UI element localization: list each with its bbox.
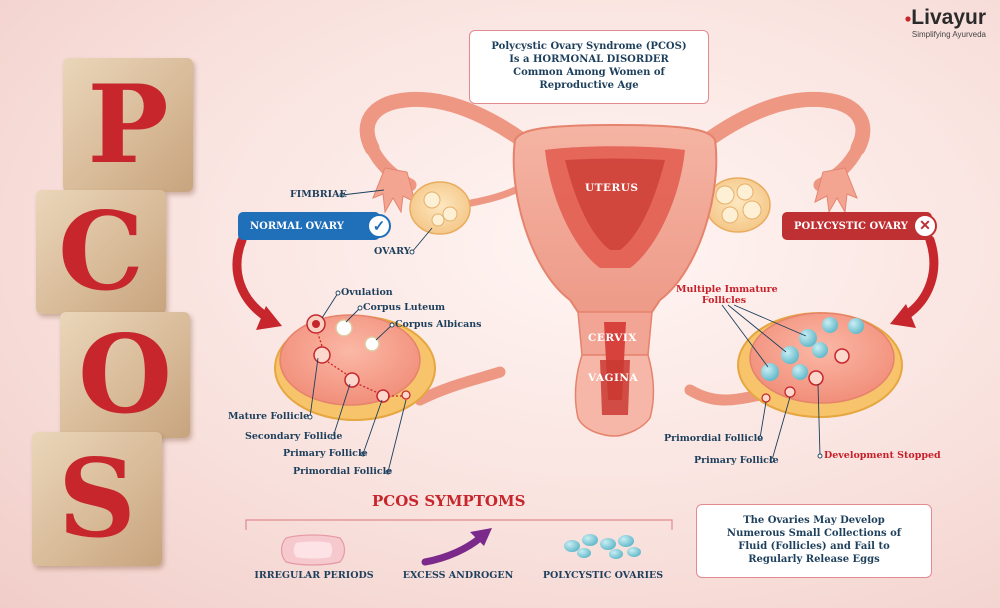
corpus-luteum-label: Corpus Luteum [363, 302, 446, 313]
bottom-callout-line: Numerous Small Collections of [726, 528, 902, 539]
normal-ovary-title: NORMAL OVARY [250, 220, 344, 232]
right-arrow [900, 235, 939, 321]
mature-follicle-label: Mature Follicle [228, 411, 310, 422]
vagina-label: VAGINA [588, 372, 639, 384]
pco-primordial-label: Primordial Follicle [664, 433, 764, 444]
top-callout: Polycystic Ovary Syndrome (PCOS) Is a HO… [469, 30, 709, 104]
polycystic-ovary-pill: POLYCYSTIC OVARY [782, 212, 932, 240]
top-callout-line: Common Among Women of [513, 67, 665, 78]
multiple-immature-label: Multiple Immature Follicles [676, 284, 778, 306]
top-callout-line: Is a HORMONAL DISORDER [509, 54, 669, 65]
normal-ovary-illustration [274, 314, 506, 421]
normal-ovary-pill: NORMAL OVARY [238, 212, 380, 240]
upward-arrow-icon [421, 528, 492, 566]
wood-block-c: C [36, 190, 166, 314]
cysts-icon [564, 534, 641, 559]
primary-follicle-label: Primary Follicle [283, 448, 368, 459]
symptom-excess-androgen: EXCESS ANDROGEN [402, 570, 514, 581]
brand-tagline: Simplifying Ayurveda [911, 30, 986, 39]
ovulation-label: Ovulation [341, 287, 393, 298]
bottom-callout: The Ovaries May Develop Numerous Small C… [696, 504, 932, 578]
left-fimbriae [372, 167, 416, 214]
symptoms-title: PCOS SYMPTOMS [372, 492, 526, 510]
multiple-immature-line: Multiple Immature [676, 284, 778, 295]
multiple-immature-line: Follicles [701, 295, 747, 306]
fimbriae-label: FIMBRIAE [290, 189, 347, 200]
brand: Livayur Simplifying Ayurveda [911, 6, 986, 39]
symptoms-bracket [245, 519, 673, 530]
ovary-label: OVARY [374, 246, 411, 257]
corpus-albicans-label: Corpus Albicans [395, 319, 482, 330]
symptom-irregular-periods: IRREGULAR PERIODS [254, 570, 374, 581]
bottom-callout-line: Regularly Release Eggs [748, 554, 880, 565]
cervix-label: CERVIX [588, 332, 637, 344]
left-arrow [232, 235, 273, 323]
brand-name: Livayur [911, 6, 986, 29]
bottom-callout-line: Fluid (Follicles) and Fail to [738, 541, 890, 552]
primordial-follicle-label: Primordial Follicle [293, 466, 393, 477]
polycystic-ovary-illustration [684, 312, 903, 418]
pco-primary-label: Primary Follicle [694, 455, 779, 466]
uterus-label: UTERUS [585, 182, 639, 194]
polycystic-ovary-title: POLYCYSTIC OVARY [794, 220, 908, 232]
right-fimbriae [814, 167, 858, 214]
bottom-callout-line: The Ovaries May Develop [743, 515, 885, 526]
pad-icon [280, 534, 346, 566]
secondary-follicle-label: Secondary Follicle [245, 431, 343, 442]
top-callout-line: Polycystic Ovary Syndrome (PCOS) [491, 41, 687, 52]
pointer-dots [307, 192, 823, 475]
symptom-polycystic-ovaries: POLYCYSTIC OVARIES [542, 570, 664, 581]
pointer-lines [309, 189, 821, 473]
cross-icon: ✕ [913, 214, 937, 238]
right-ovary [705, 177, 771, 233]
brand-logo-mark [905, 16, 911, 22]
top-callout-line: Reproductive Age [539, 80, 639, 91]
check-icon: ✓ [367, 214, 391, 238]
wood-block-o: O [60, 312, 190, 438]
right-arrow-head [890, 304, 916, 328]
wood-block-s: S [32, 432, 162, 566]
development-stopped-label: Development Stopped [824, 450, 941, 461]
left-ovary [409, 181, 471, 235]
left-arrow-head [256, 306, 282, 330]
uterus [512, 123, 718, 316]
cervix-vagina [574, 311, 655, 437]
wood-block-p: P [63, 58, 193, 192]
